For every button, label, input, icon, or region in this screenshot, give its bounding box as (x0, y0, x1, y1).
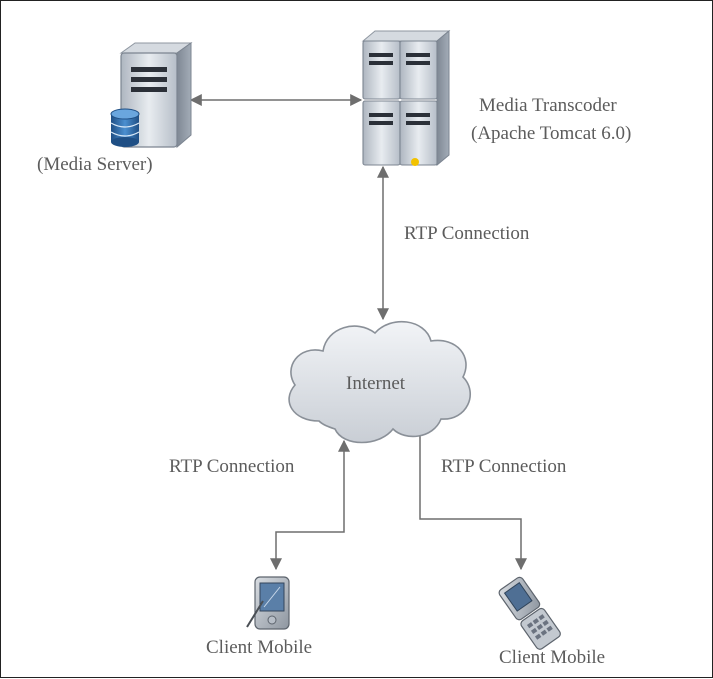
rtp-connection-label-top: RTP Connection (404, 223, 530, 244)
transcoder-label-line1: Media Transcoder (479, 95, 617, 116)
server-database-icon (110, 42, 193, 149)
server-rack-icon (361, 29, 451, 167)
media-server-label: (Media Server) (37, 154, 153, 175)
database-icon (110, 108, 140, 147)
client-mobile-label-right: Client Mobile (499, 647, 605, 668)
connector-internet-client-right (414, 421, 527, 571)
connector-internet-client-left (270, 439, 350, 571)
status-led (411, 158, 419, 166)
pda-icon (246, 576, 290, 630)
rtp-connection-label-right: RTP Connection (441, 456, 567, 477)
transcoder-label-line2: (Apache Tomcat 6.0) (471, 123, 631, 144)
stylus (246, 600, 264, 628)
flip-phone-icon (498, 576, 561, 650)
cloud-icon (288, 320, 471, 444)
client-mobile-label-left: Client Mobile (206, 637, 312, 658)
rtp-connection-label-left: RTP Connection (169, 456, 295, 477)
internet-label: Internet (346, 373, 406, 394)
